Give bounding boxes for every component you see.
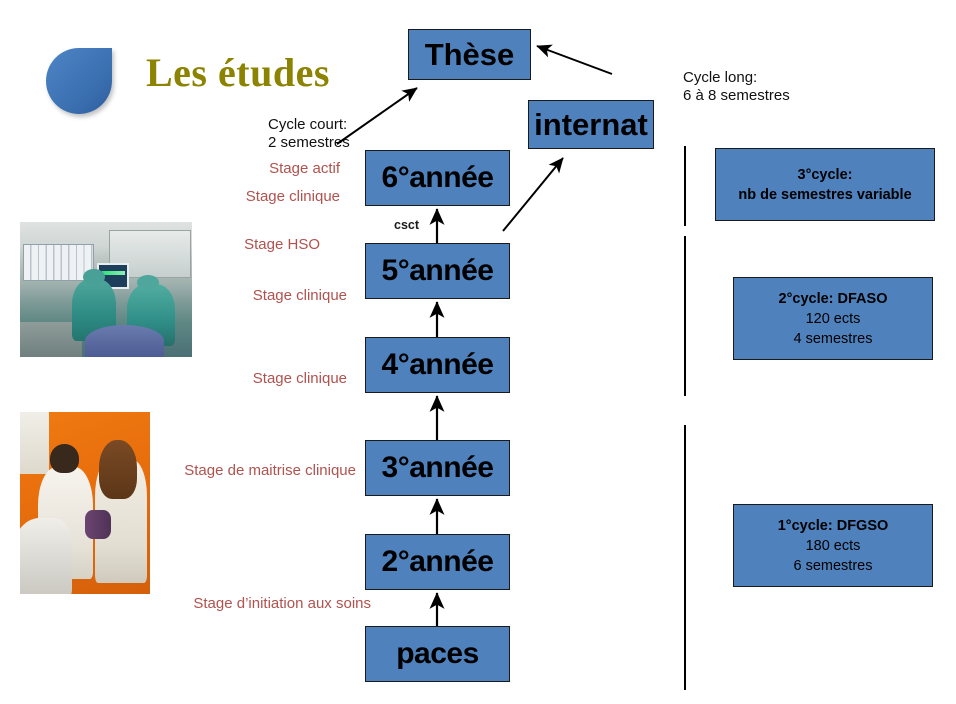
flow-box-3e-annee-label: 3°année	[381, 451, 494, 484]
cycle-box-1e-cycle[interactable]: 1°cycle: DFGSO 180 ects 6 semestres	[733, 504, 933, 587]
stage-label-stage-clinique-5: Stage clinique	[252, 287, 347, 304]
photo-window	[23, 243, 95, 281]
stage-label-stage-hso: Stage HSO	[244, 236, 320, 253]
photo-instrument-tray	[20, 321, 82, 357]
blue-droplet-logo-icon	[46, 48, 112, 114]
cycle-box-1e-line2: 180 ects	[805, 537, 861, 554]
arrow-to-internat	[502, 157, 564, 232]
operating-room-photo	[20, 222, 192, 357]
arrow-internat-to-these	[536, 44, 613, 75]
flow-box-4e-annee[interactable]: 4°année	[365, 337, 510, 393]
bracket-1e-cycle	[684, 425, 686, 690]
cycle-box-3e-line2: nb de semestres variable	[738, 186, 912, 203]
flow-box-5e-annee-label: 5°année	[381, 254, 494, 287]
flow-box-internat-label: internat	[534, 106, 648, 142]
flow-box-6e-annee[interactable]: 6°année	[365, 150, 510, 206]
cycle-box-3e-cycle[interactable]: 3°cycle: nb de semestres variable	[715, 148, 935, 221]
flow-box-2e-annee[interactable]: 2°année	[365, 534, 510, 590]
flow-box-2e-annee-label: 2°année	[381, 545, 494, 578]
cycle-box-2e-line2: 120 ects	[805, 310, 861, 327]
photo-dental-chair	[20, 517, 72, 594]
page-title: Les études	[146, 50, 330, 95]
stage-label-stage-actif: Stage actif	[269, 160, 340, 177]
cycle-box-2e-cycle[interactable]: 2°cycle: DFASO 120 ects 4 semestres	[733, 277, 933, 360]
cycle-long-note: Cycle long: 6 à 8 semestres	[683, 69, 790, 105]
cycle-box-1e-line1: 1°cycle: DFGSO	[777, 517, 889, 534]
cycle-box-3e-line1: 3°cycle:	[797, 166, 853, 183]
stage-label-stage-maitrise-clinique: Stage de maitrise clinique	[184, 462, 356, 479]
stage-label-stage-initiation-soins: Stage d’initiation aux soins	[193, 595, 371, 612]
cycle-box-1e-line3: 6 semestres	[793, 557, 873, 574]
photo-patient-drape	[85, 324, 165, 357]
flow-box-paces-label: paces	[396, 637, 479, 670]
cycle-box-2e-line1: 2°cycle: DFASO	[778, 290, 888, 307]
flow-box-5e-annee[interactable]: 5°année	[365, 243, 510, 299]
stage-label-stage-clinique-4: Stage clinique	[252, 370, 347, 387]
flow-box-6e-annee-label: 6°année	[381, 161, 494, 194]
flow-box-these[interactable]: Thèse	[408, 29, 531, 80]
flow-box-internat[interactable]: internat	[528, 100, 654, 149]
bracket-2e-cycle	[684, 236, 686, 396]
stage-label-stage-clinique-6: Stage clinique	[245, 188, 340, 205]
flow-box-4e-annee-label: 4°année	[381, 348, 494, 381]
csct-label: csct	[394, 218, 420, 232]
dental-clinic-photo	[20, 412, 150, 594]
flow-box-these-label: Thèse	[424, 36, 515, 72]
flow-box-paces[interactable]: paces	[365, 626, 510, 682]
photo-arm-sleeve	[85, 510, 111, 540]
cycle-box-2e-line3: 4 semestres	[793, 330, 873, 347]
flow-box-3e-annee[interactable]: 3°année	[365, 440, 510, 496]
bracket-3e-cycle	[684, 146, 686, 226]
cycle-court-note: Cycle court: 2 semestres	[268, 116, 350, 152]
photo-wall-panel	[20, 412, 49, 474]
